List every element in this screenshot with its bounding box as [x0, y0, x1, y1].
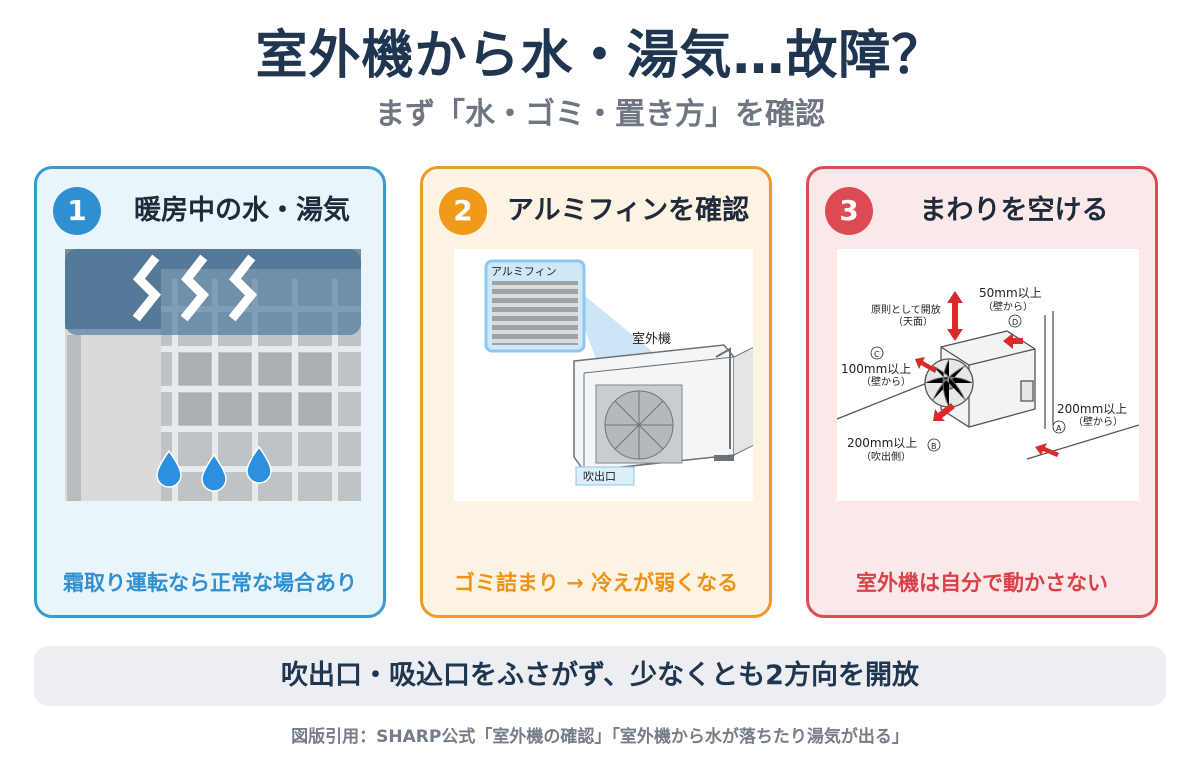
a-value: 200mm以上: [1057, 402, 1127, 416]
outdoor-unit-photo: [65, 249, 361, 501]
d-mark: D: [1012, 318, 1018, 327]
a-mark: A: [1056, 424, 1062, 433]
card-footer: 室外機は自分で動かさない: [856, 571, 1108, 595]
top-note-1: 原則として開放: [871, 303, 941, 316]
card-clearance: 3 まわりを空ける: [806, 166, 1158, 618]
fin-diagram: アルミフィン 室外機 吹出口: [454, 249, 753, 501]
card-aluminum-fin: 2 アルミフィンを確認 アルミフィン 室外機 吹出口: [420, 166, 772, 618]
card-footer: 霜取り運転なら正常な場合あり: [63, 571, 357, 595]
card-footer: ゴミ詰まり → 冷えが弱くなる: [453, 571, 739, 595]
card-number-badge: 2: [439, 187, 487, 235]
card-title: 暖房中の水・湯気: [134, 195, 350, 226]
summary-banner: 吹出口・吸込口をふさがず、少なくとも2方向を開放: [34, 646, 1166, 706]
card-winter-water-steam: 1 暖房中の水・湯気 霜取り運転なら正常な場合あり: [34, 166, 386, 618]
outlet-label: 吹出口: [583, 469, 616, 483]
b-sub: （吹出側）: [861, 450, 911, 463]
card-number-badge: 1: [53, 187, 101, 235]
c-mark: C: [874, 350, 880, 359]
image-credit: 図版引用：SHARP公式「室外機の確認」「室外機から水が落ちたり湯気が出る」: [291, 727, 909, 747]
b-value: 200mm以上: [847, 436, 917, 450]
water-drop-icon: [156, 445, 272, 492]
card-title: まわりを空ける: [919, 195, 1109, 226]
card-number-badge: 3: [825, 187, 873, 235]
c-sub: （壁から）: [861, 375, 911, 388]
clearance-diagram: 原則として開放 （天面） 50mm以上 （壁から） D C 100mm以上 （壁…: [837, 249, 1139, 501]
unit-label: 室外機: [632, 331, 671, 347]
d-value: 50mm以上: [979, 286, 1042, 300]
page-title: 室外機から水・湯気…故障？: [255, 26, 945, 86]
steam-icon: [132, 254, 258, 322]
b-mark: B: [931, 442, 937, 451]
d-sub: （壁から）: [983, 300, 1033, 313]
page-subtitle: まず「水・ゴミ・置き方」を確認: [375, 97, 825, 132]
arrow-icon: [915, 291, 1059, 457]
a-sub: （壁から）: [1073, 415, 1123, 428]
fin-label: アルミフィン: [491, 265, 557, 278]
card-title: アルミフィンを確認: [506, 195, 750, 226]
c-value: 100mm以上: [841, 362, 911, 376]
top-note-2: （天面）: [893, 316, 933, 328]
